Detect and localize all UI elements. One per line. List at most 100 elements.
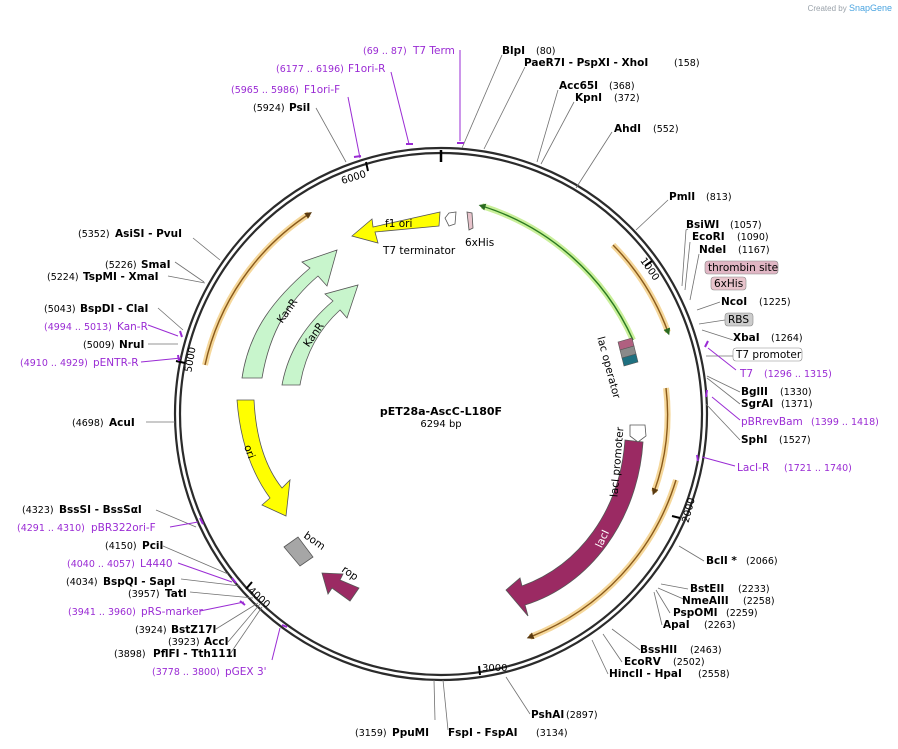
site-apai[interactable]: ApaI(2263) [663,619,736,631]
site-bsshii[interactable]: BssHII(2463) [640,644,722,656]
primer-kan-r[interactable]: (4994 .. 5013)Kan-R [44,321,148,333]
site-ppumi[interactable]: (3159)PpuMI [355,727,429,739]
feature-f1ori[interactable]: f1 ori [351,211,441,244]
svg-text:TatI: TatI [165,588,187,600]
svg-text:(1057): (1057) [730,220,762,231]
primer-f1ori-f[interactable]: (5965 .. 5986) F1ori-F [231,84,340,96]
site-bglii[interactable]: BglII(1330) [741,386,812,398]
site-smai[interactable]: (5226) SmaI [105,259,171,271]
feature-laci-promoter[interactable] [629,424,647,443]
site-psii[interactable]: (5924)PsiI [253,102,310,114]
site-bcli[interactable]: BclI *(2066) [706,555,778,567]
site-bsiwi[interactable]: BsiWI (1057) [686,219,762,231]
site-bstz17i[interactable]: (3924)BstZ17I [135,624,216,636]
svg-text:(3898): (3898) [114,649,146,660]
site-acc65i[interactable]: Acc65I(368) [559,80,635,92]
site-ecorv[interactable]: EcoRV(2502) [624,656,705,668]
primer-pgex3[interactable]: (3778 .. 3800)pGEX 3' [152,666,267,678]
primer-prs-marker[interactable]: (3941 .. 3960)pRS-marker [68,606,204,618]
site-nrui[interactable]: (5009)NruI [83,339,144,351]
feature-lac-operator[interactable] [617,337,639,367]
site-fspai[interactable]: FspI - FspAI(3134) [448,727,568,739]
primer-t7-term[interactable]: (69 .. 87)T7 Term [363,45,455,57]
primer-l4440[interactable]: (4040 .. 4057)L4440 [67,558,173,570]
feature-bom[interactable]: bom [283,530,327,567]
primer-f1ori-r[interactable]: (6177 .. 6196)F1ori-R [276,63,385,75]
site-xbai[interactable]: XbaI(1264) [733,332,803,344]
svg-text:(372): (372) [614,93,640,104]
svg-text:Acc65I: Acc65I [559,80,598,92]
svg-text:F1ori-F: F1ori-F [304,84,340,96]
svg-text:SphI: SphI [741,434,767,446]
svg-text:AsiSI - PvuI: AsiSI - PvuI [115,228,182,240]
feature-rop[interactable]: rop [321,564,361,602]
box-rbs[interactable]: RBS [724,312,754,327]
feature-6xhis-top[interactable] [466,211,474,231]
svg-text:(1296 .. 1315): (1296 .. 1315) [764,369,832,380]
site-nmeaiii[interactable]: NmeAIII(2258) [682,595,775,607]
svg-text:EcoRI: EcoRI [692,231,725,243]
svg-text:KpnI: KpnI [575,92,602,104]
svg-text:(552): (552) [653,124,679,135]
site-pshai[interactable]: PshAI(2897) [531,709,598,721]
site-acci[interactable]: (3923)AccI [168,636,228,648]
tick-label-5000: 5000 [183,346,198,373]
svg-text:(4040 .. 4057): (4040 .. 4057) [67,559,135,570]
svg-text:(1371): (1371) [781,399,813,410]
svg-text:thrombin site: thrombin site [708,262,778,274]
svg-text:BlpI: BlpI [502,45,525,57]
site-tati[interactable]: (3957)TatI [128,588,187,600]
primer-laci-r[interactable]: LacI-R(1721 .. 1740) [737,462,852,474]
svg-text:SmaI: SmaI [141,259,171,271]
site-pspomi[interactable]: PspOMI(2259) [673,607,758,619]
box-t7-promoter[interactable]: T7 promoter [732,347,803,362]
primer-pbr322ori-f[interactable]: (4291 .. 4310)pBR322ori-F [17,522,156,534]
svg-text:(5352): (5352) [78,229,110,240]
svg-text:ori: ori [241,443,257,460]
svg-text:T7 promoter: T7 promoter [735,349,802,361]
feature-laci[interactable]: lacI [505,439,644,617]
svg-text:(1399 .. 1418): (1399 .. 1418) [811,417,879,428]
svg-text:(1527): (1527) [779,435,811,446]
site-bsteii[interactable]: BstEII(2233) [690,583,770,595]
site-ecori[interactable]: EcoRI(1090) [692,231,769,243]
primer-t7[interactable]: T7(1296 .. 1315) [739,368,832,380]
site-acui[interactable]: (4698)AcuI [72,417,135,429]
primer-pbrrevbam[interactable]: pBRrevBam(1399 .. 1418) [741,416,879,428]
site-sapi[interactable]: (4034)BspQI - SapI [66,576,175,588]
site-ncoi[interactable]: NcoI(1225) [721,296,791,308]
svg-text:PaeR7I - PspXI - XhoI: PaeR7I - PspXI - XhoI [524,57,648,69]
feature-ori[interactable]: ori [236,399,291,517]
svg-text:BstEII: BstEII [690,583,724,595]
site-sphi[interactable]: SphI (1527) [741,434,811,446]
primer-pentr-r[interactable]: (4910 .. 4929)pENTR-R [20,357,139,369]
svg-text:(5226): (5226) [105,260,137,271]
svg-text:(5924): (5924) [253,103,285,114]
site-tth111i[interactable]: (3898)PflFI - Tth111I [114,648,237,660]
site-clai[interactable]: (5043)BspDI - ClaI [44,303,148,315]
svg-text:(1225): (1225) [759,297,791,308]
site-pmli[interactable]: PmlI(813) [669,191,732,203]
site-hpai[interactable]: HincII - HpaI(2558) [609,668,730,680]
site-xmai[interactable]: (5224)TspMI - XmaI [47,271,159,283]
svg-text:(3778 .. 3800): (3778 .. 3800) [152,667,220,678]
svg-text:(4698): (4698) [72,418,104,429]
label-lac-operator: lac operator [594,335,622,400]
enzyme-leaders [146,54,741,731]
box-6xhis[interactable]: 6xHis [710,276,747,291]
site-pvui[interactable]: (5352) AsiSI - PvuI [78,228,182,240]
svg-text:BsiWI: BsiWI [686,219,719,231]
svg-text:NmeAIII: NmeAIII [682,595,729,607]
site-blpi[interactable]: BlpI(80) [502,45,556,57]
site-pcii[interactable]: (4150)PciI [105,540,163,552]
box-thrombin-site[interactable]: thrombin site [704,260,779,275]
site-ahdi[interactable]: AhdI(552) [614,123,679,135]
site-ndei[interactable]: NdeI(1167) [699,244,770,256]
site-bsssi[interactable]: (4323)BssSI - BssSαI [22,504,142,516]
svg-text:(5965 .. 5986): (5965 .. 5986) [231,85,299,96]
site-sgrai[interactable]: SgrAI(1371) [741,398,813,410]
site-xhoi[interactable]: PaeR7I - PspXI - XhoI(158) [524,57,700,69]
feature-t7-terminator[interactable] [444,211,457,227]
site-kpni[interactable]: KpnI (372) [575,92,640,104]
